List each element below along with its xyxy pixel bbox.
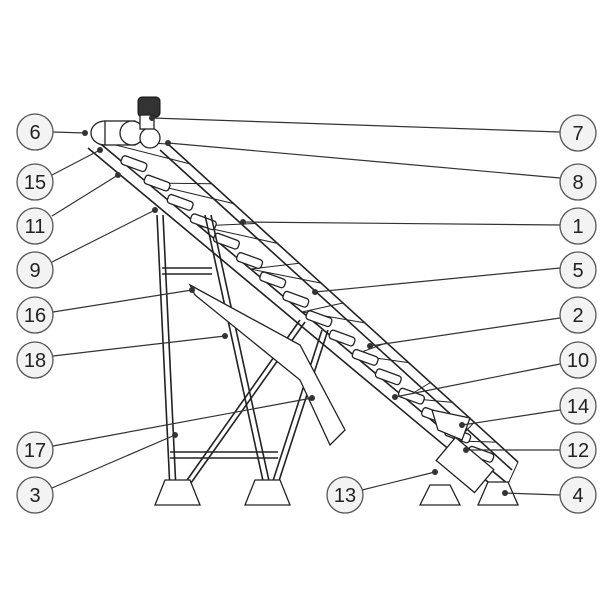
idler-roller: [397, 387, 426, 405]
foot-1: [154, 479, 201, 506]
callout-label: 17: [24, 440, 46, 462]
idler-roller: [305, 310, 333, 328]
foot-4: [477, 481, 519, 506]
conveyor-drawing: [87, 96, 519, 506]
callout-label: 18: [24, 350, 46, 372]
truss-strut: [507, 461, 519, 485]
front-leg-a: [204, 214, 266, 491]
tail-section: [435, 436, 495, 494]
motor: [137, 96, 161, 118]
callout-7: 7: [559, 114, 597, 152]
callout-16: 16: [16, 296, 54, 334]
callout-label: 15: [24, 172, 46, 194]
callout-label: 5: [572, 260, 583, 282]
callout-label: 14: [567, 396, 589, 418]
idler-roller: [259, 271, 287, 289]
callout-9: 9: [16, 251, 54, 289]
lower-chord: [87, 147, 501, 493]
front-leg-a-inner: [210, 214, 272, 491]
idler-roller: [351, 348, 379, 366]
front-leg-b: [269, 329, 323, 491]
foot-3: [418, 484, 462, 506]
callout-3: 3: [16, 476, 54, 514]
callout-label: 9: [29, 260, 40, 282]
rear-leg: [156, 214, 171, 491]
callout-label: 1: [572, 216, 583, 238]
callout-5: 5: [559, 251, 597, 289]
callout-label: 7: [572, 123, 583, 145]
callout-label: 8: [572, 172, 583, 194]
callout-8: 8: [559, 163, 597, 201]
idler-roller: [120, 155, 148, 173]
callout-label: 10: [567, 350, 589, 372]
callout-10: 10: [559, 341, 597, 379]
callout-label: 16: [24, 305, 46, 327]
idler-roller: [282, 290, 310, 308]
callout-11: 11: [16, 207, 54, 245]
tail-hopper: [431, 409, 471, 441]
callout-17: 17: [16, 431, 54, 469]
callout-label: 11: [25, 216, 46, 238]
callout-label: 12: [567, 440, 589, 462]
callout-label: 2: [572, 305, 583, 327]
callout-2: 2: [559, 296, 597, 334]
callout-15: 15: [16, 163, 54, 201]
callout-14: 14: [559, 387, 597, 425]
rear-leg-inner: [162, 214, 177, 491]
callout-18: 18: [16, 341, 54, 379]
callout-label: 4: [572, 485, 583, 507]
callout-12: 12: [559, 431, 597, 469]
callout-label: 13: [334, 485, 356, 507]
idler-roller: [143, 174, 171, 192]
idler-roller: [166, 193, 194, 211]
callout-4: 4: [559, 476, 597, 514]
idler-roller: [374, 368, 402, 386]
callout-label: 6: [29, 122, 40, 144]
foot-2: [244, 479, 291, 506]
truss-diagonal: [250, 268, 322, 284]
callout-1: 1: [559, 207, 597, 245]
callout-13: 13: [326, 476, 364, 514]
drive-coupling: [139, 127, 161, 149]
idler-roller: [236, 252, 264, 270]
discharge-chute: [188, 283, 346, 447]
idler-roller: [212, 232, 241, 250]
callout-6: 6: [16, 113, 54, 151]
idler-roller: [328, 329, 356, 347]
callout-leaders: [51, 115, 561, 496]
callout-label: 3: [29, 485, 40, 507]
front-leg-b-inner: [275, 329, 329, 491]
